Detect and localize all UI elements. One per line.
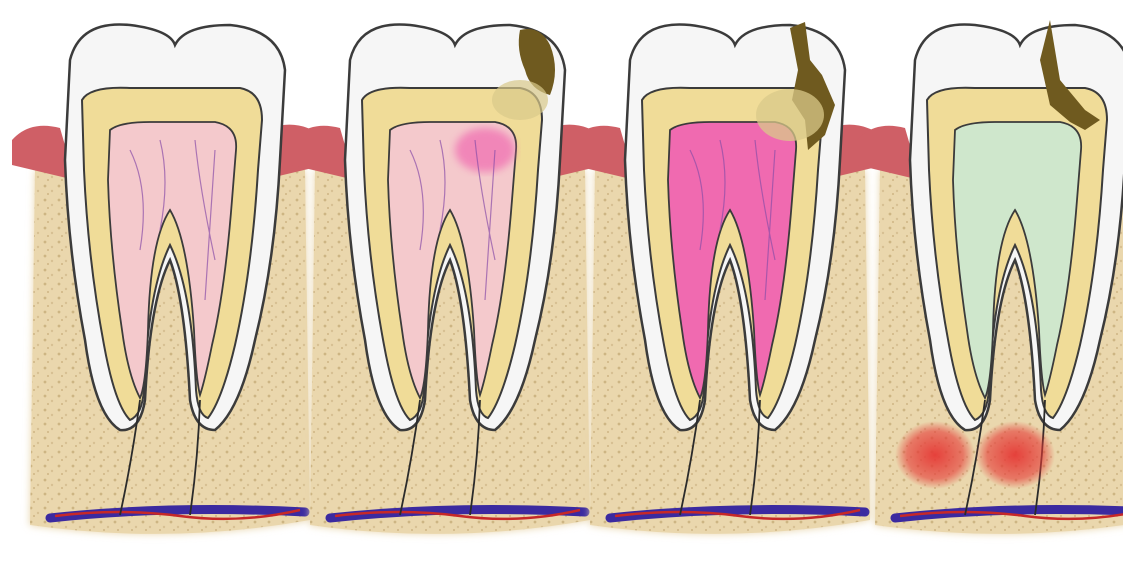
tooth-panel-healthy <box>12 24 325 533</box>
tooth-panel-pulp-necrosis <box>857 20 1123 534</box>
abscess-right <box>975 421 1055 489</box>
decay-shadow <box>756 89 824 141</box>
tooth-panel-dentin-caries <box>572 22 885 534</box>
decay-shadow <box>492 80 548 120</box>
tooth-panel-enamel-caries <box>292 24 605 533</box>
abscess-left <box>895 421 975 489</box>
pulp-inflammation <box>455 128 515 172</box>
